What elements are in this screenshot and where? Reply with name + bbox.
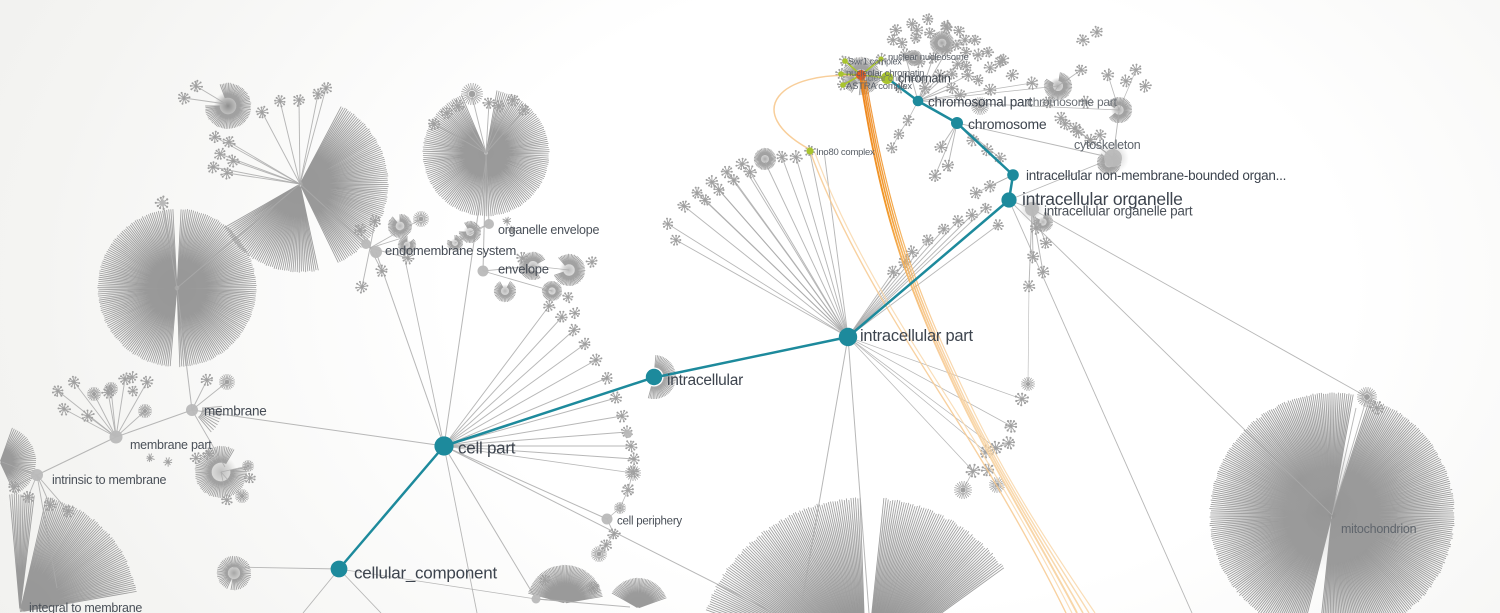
svg-text:intracellular organelle: intracellular organelle [1022,189,1183,209]
svg-text:integral to membrane: integral to membrane [29,601,142,613]
svg-text:cell periphery: cell periphery [617,516,682,528]
svg-text:membrane: membrane [204,404,267,419]
svg-text:chromosome: chromosome [968,116,1047,132]
svg-text:chromosome part: chromosome part [1027,95,1118,109]
svg-text:envelope: envelope [498,262,549,277]
svg-text:membrane part: membrane part [130,438,212,452]
svg-text:organelle envelope: organelle envelope [498,223,599,237]
svg-text:Ino80 complex: Ino80 complex [816,147,875,158]
svg-text:nuclear chromatin: nuclear chromatin [858,73,926,83]
svg-text:cellular_component: cellular_component [354,564,497,583]
svg-text:ASTRA complex: ASTRA complex [846,81,912,92]
svg-text:nucleolar chromatin: nucleolar chromatin [846,68,924,79]
svg-text:endomembrane system: endomembrane system [385,243,516,258]
svg-text:cell part: cell part [458,439,516,458]
svg-text:intracellular non-membrane-bou: intracellular non-membrane-bounded organ… [1026,168,1286,183]
svg-text:chromosomal part: chromosomal part [928,95,1033,110]
svg-text:intracellular: intracellular [667,372,743,389]
svg-text:mitochondrion: mitochondrion [1341,522,1417,536]
svg-text:cytoskeleton: cytoskeleton [1074,138,1141,152]
svg-text:chromatin: chromatin [898,72,951,86]
svg-text:intracellular part: intracellular part [860,327,974,345]
svg-text:intracellular organelle part: intracellular organelle part [1044,204,1193,219]
svg-text:intrinsic to membrane: intrinsic to membrane [52,473,167,487]
svg-text:Swr1 complex: Swr1 complex [848,57,902,67]
svg-text:nuclear nucleosome: nuclear nucleosome [888,52,969,63]
